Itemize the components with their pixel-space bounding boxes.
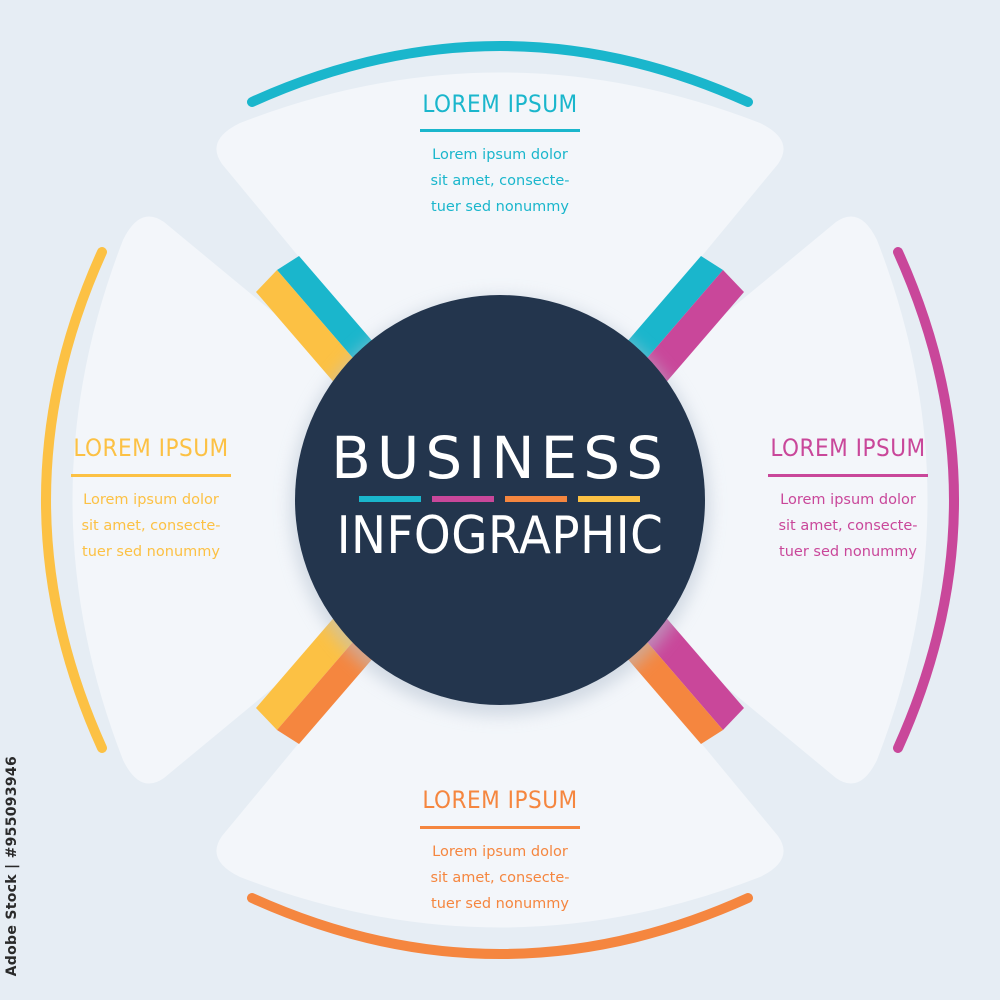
left-segment-text: Lorem ipsum dolor sit amet, consecte- tu…: [72, 487, 230, 565]
top-arc: [247, 41, 753, 107]
top-segment-line-2: sit amet, consecte-: [430, 173, 570, 189]
bottom-segment-line-3: tuer sed nonummy: [431, 896, 569, 912]
center-bar-magenta: [432, 496, 494, 502]
right-segment-title: LOREM IPSUM: [770, 434, 926, 462]
top-segment-title: LOREM IPSUM: [422, 90, 578, 118]
top-panel: [216, 72, 784, 500]
center-title: BUSINESS: [331, 424, 669, 492]
center-subtitle: INFOGRAPHIC: [336, 506, 664, 566]
right-arc: [893, 247, 959, 753]
top-segment-text: Lorem ipsum dolor sit amet, consecte- tu…: [421, 142, 579, 220]
bottom-arc: [247, 893, 753, 959]
bottom-segment-rule: [420, 826, 580, 829]
right-segment-text: Lorem ipsum dolor sit amet, consecte- tu…: [769, 487, 927, 565]
bottom-segment-line-1: Lorem ipsum dolor: [432, 844, 568, 860]
right-segment-line-1: Lorem ipsum dolor: [780, 492, 916, 508]
stock-watermark: Adobe Stock | #955093946: [4, 756, 20, 977]
top-segment-rule: [420, 129, 580, 132]
left-arc: [41, 247, 107, 753]
bottom-segment-title: LOREM IPSUM: [422, 786, 578, 814]
left-segment-rule: [71, 474, 231, 477]
bottom-segment-text: Lorem ipsum dolor sit amet, consecte- tu…: [421, 839, 579, 917]
right-segment-rule: [768, 474, 928, 477]
center-circle: [295, 295, 705, 705]
left-segment-line-1: Lorem ipsum dolor: [83, 492, 219, 508]
right-segment-line-2: sit amet, consecte-: [778, 518, 918, 534]
left-segment-title: LOREM IPSUM: [73, 434, 229, 462]
right-panel: [500, 216, 928, 784]
right-segment-line-3: tuer sed nonummy: [779, 544, 917, 560]
left-panel: [72, 216, 500, 784]
top-segment-line-3: tuer sed nonummy: [431, 199, 569, 215]
bottom-segment-line-2: sit amet, consecte-: [430, 870, 570, 886]
center-bar-cyan: [359, 496, 421, 502]
top-segment-line-1: Lorem ipsum dolor: [432, 147, 568, 163]
center-bar-yellow: [578, 496, 640, 502]
center-bar-orange: [505, 496, 567, 502]
left-segment-line-2: sit amet, consecte-: [81, 518, 221, 534]
left-segment-line-3: tuer sed nonummy: [82, 544, 220, 560]
